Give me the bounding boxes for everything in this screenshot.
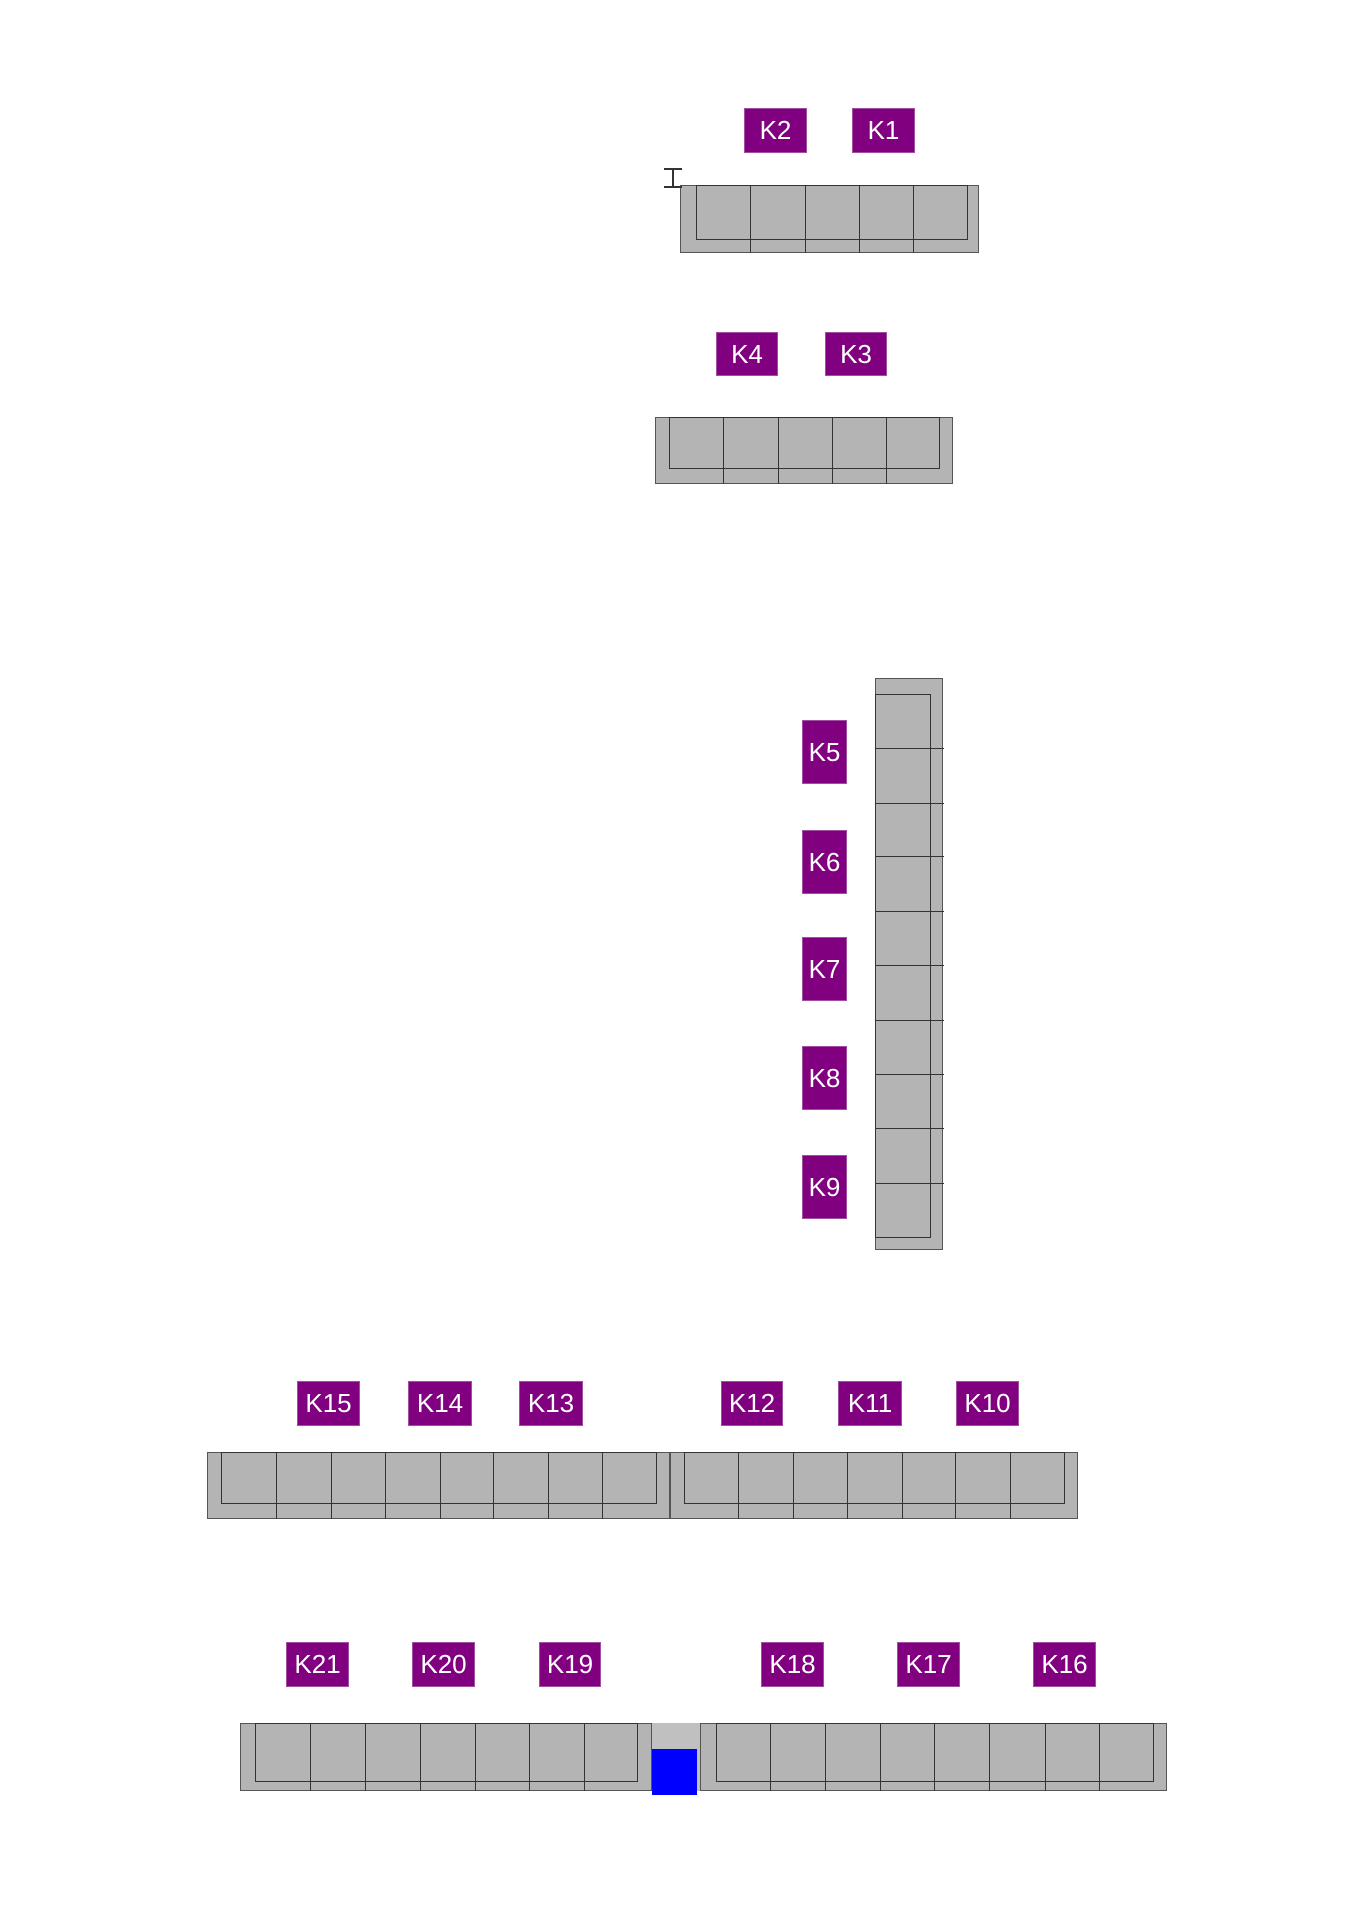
sofa-backrest [669, 417, 940, 469]
seat-label-k7[interactable]: K7 [802, 937, 847, 1001]
seat-divider [989, 1723, 990, 1791]
seat-divider [493, 1452, 494, 1519]
seat-label-k4[interactable]: K4 [716, 332, 778, 376]
seat-divider [310, 1723, 311, 1791]
seat-divider [825, 1723, 826, 1791]
selected-seat[interactable] [652, 1749, 697, 1795]
seat-label-k19[interactable]: K19 [539, 1642, 601, 1687]
sofa-row-segment [207, 1452, 670, 1519]
seat-label-k2[interactable]: K2 [744, 108, 807, 153]
seat-label-k3[interactable]: K3 [825, 332, 887, 376]
seat-divider [876, 748, 944, 749]
seat-label-k13[interactable]: K13 [519, 1381, 583, 1426]
sofa-row-segment [670, 1452, 1078, 1519]
seat-divider [955, 1452, 956, 1519]
seat-label-k15[interactable]: K15 [297, 1381, 360, 1426]
seat-divider [876, 803, 944, 804]
seat-divider [876, 1020, 944, 1021]
seat-label-k6[interactable]: K6 [802, 830, 847, 894]
seat-divider [548, 1452, 549, 1519]
sofa-backrest [716, 1723, 1154, 1782]
seat-divider [723, 417, 724, 484]
sofa-row-segment [680, 185, 979, 253]
sofa-backrest [221, 1452, 657, 1504]
seat-divider [385, 1452, 386, 1519]
seat-divider [602, 1452, 603, 1519]
seat-divider [1010, 1452, 1011, 1519]
seat-divider [876, 1128, 944, 1129]
seat-divider [529, 1723, 530, 1791]
sofa-backrest [696, 185, 968, 240]
seat-label-k8[interactable]: K8 [802, 1046, 847, 1110]
text-cursor-icon [663, 168, 683, 188]
seat-divider [331, 1452, 332, 1519]
seat-divider [475, 1723, 476, 1791]
seat-divider [832, 417, 833, 484]
seat-divider [859, 185, 860, 253]
sofa-row-segment [655, 417, 953, 484]
seat-divider [876, 965, 944, 966]
sofa-vertical [875, 678, 944, 1250]
seat-divider [440, 1452, 441, 1519]
seat-divider [886, 417, 887, 484]
seat-divider [750, 185, 751, 253]
seat-divider [1099, 1723, 1100, 1791]
seat-label-k18[interactable]: K18 [761, 1642, 824, 1687]
seat-divider [805, 185, 806, 253]
seat-divider [876, 1074, 944, 1075]
seat-divider [876, 1183, 944, 1184]
seat-divider [276, 1452, 277, 1519]
seat-divider [778, 417, 779, 484]
sofa-backrest [875, 694, 931, 1238]
seat-label-k12[interactable]: K12 [721, 1381, 783, 1426]
seat-divider [420, 1723, 421, 1791]
seat-divider [876, 911, 944, 912]
seat-label-k21[interactable]: K21 [286, 1642, 349, 1687]
seat-divider [902, 1452, 903, 1519]
seat-divider [934, 1723, 935, 1791]
seat-label-k20[interactable]: K20 [412, 1642, 475, 1687]
sofa-row-segment [240, 1723, 652, 1791]
sofa-row-segment [700, 1723, 1167, 1791]
sofa-backrest [255, 1723, 638, 1782]
seat-label-k5[interactable]: K5 [802, 720, 847, 784]
seat-divider [793, 1452, 794, 1519]
seat-divider [847, 1452, 848, 1519]
seat-divider [584, 1723, 585, 1791]
seat-label-k10[interactable]: K10 [956, 1381, 1019, 1426]
seat-label-k11[interactable]: K11 [838, 1381, 902, 1426]
seat-divider [880, 1723, 881, 1791]
seat-label-k9[interactable]: K9 [802, 1155, 847, 1219]
seat-label-k16[interactable]: K16 [1033, 1642, 1096, 1687]
seat-divider [365, 1723, 366, 1791]
seat-divider [913, 185, 914, 253]
seat-divider [1045, 1723, 1046, 1791]
sofa-backrest [684, 1452, 1065, 1504]
seat-divider [876, 856, 944, 857]
seat-label-k14[interactable]: K14 [408, 1381, 472, 1426]
seat-divider [770, 1723, 771, 1791]
seat-divider [738, 1452, 739, 1519]
seat-label-k1[interactable]: K1 [852, 108, 915, 153]
seat-label-k17[interactable]: K17 [897, 1642, 960, 1687]
